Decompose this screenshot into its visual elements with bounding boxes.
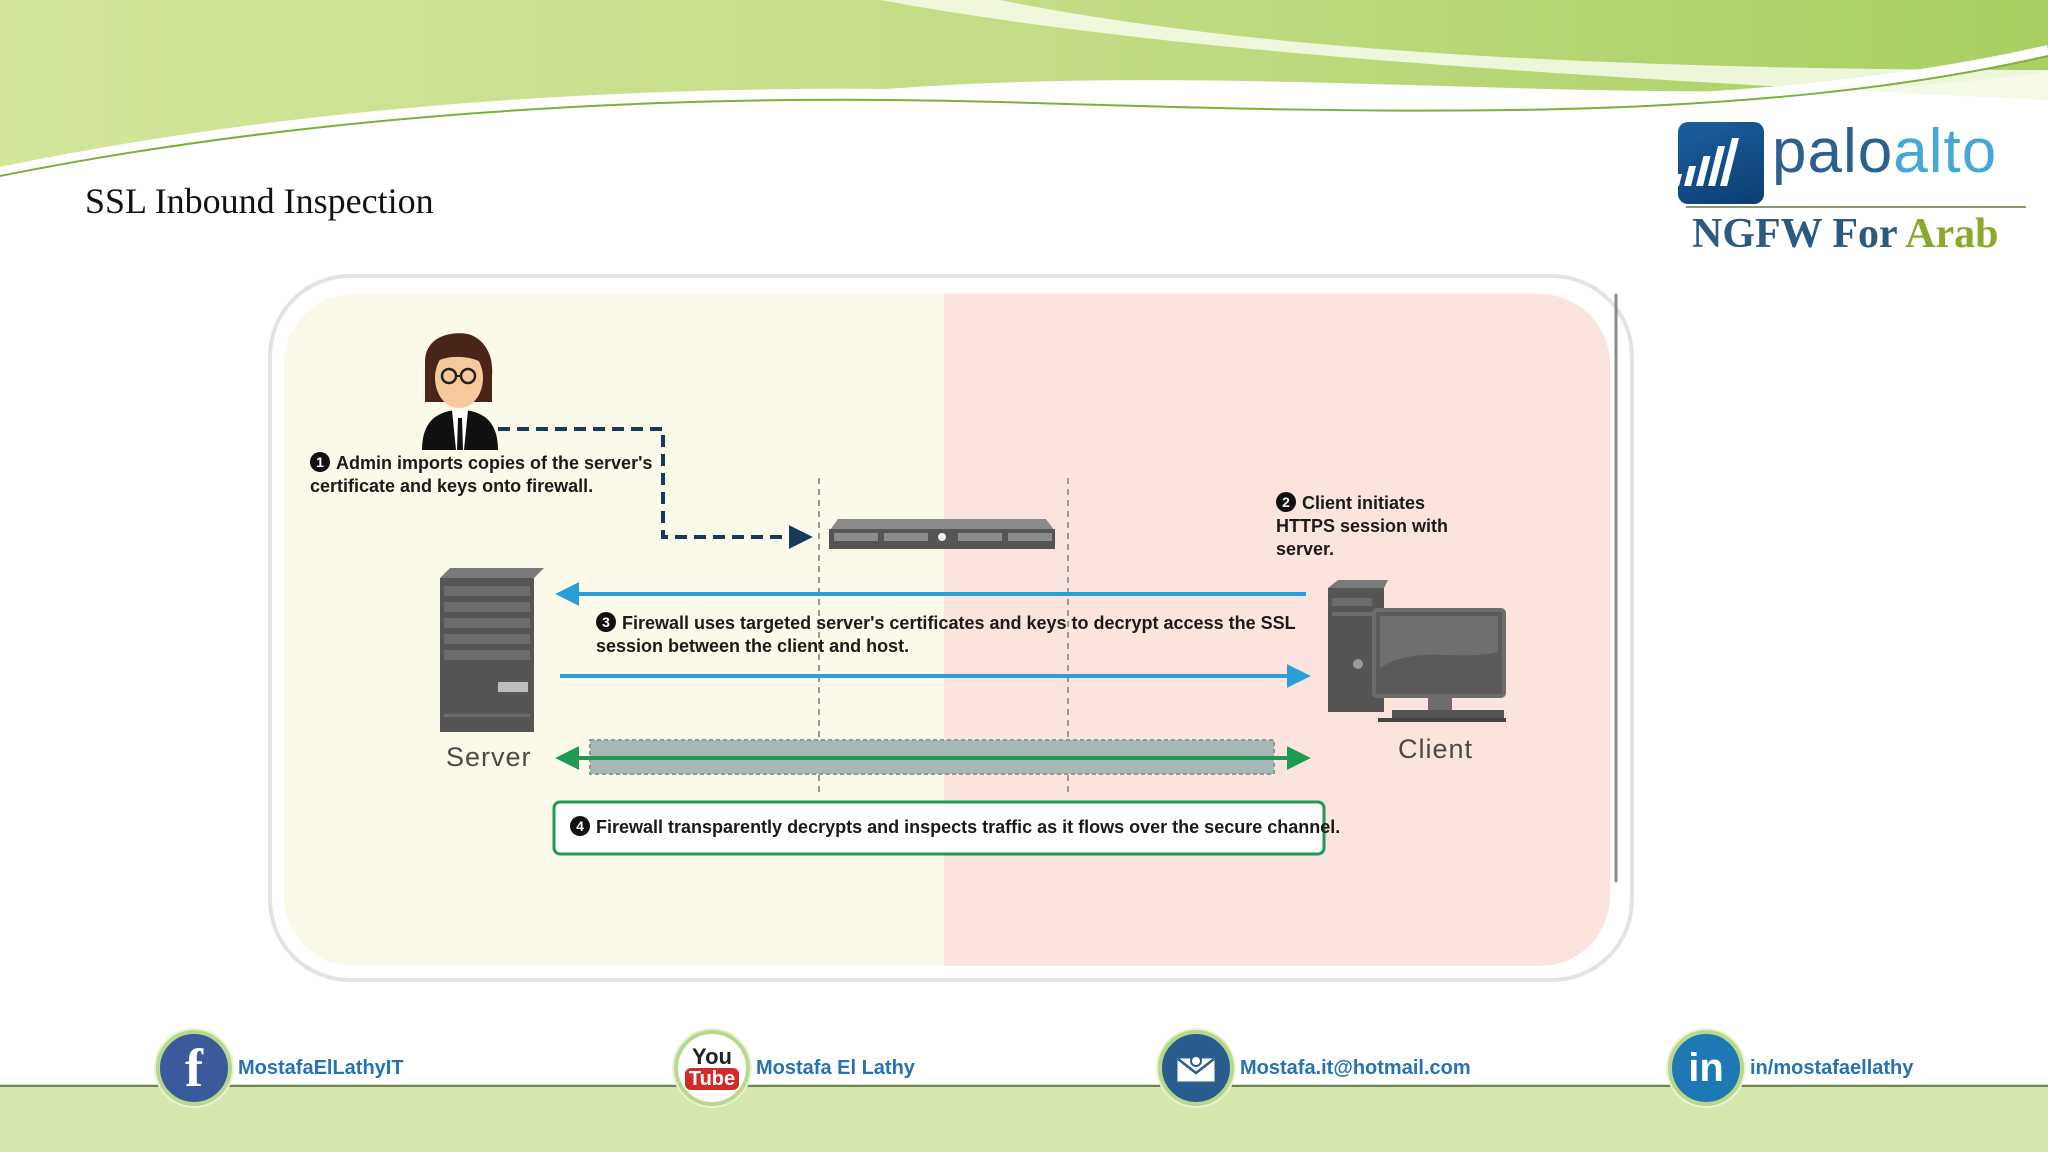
step-3-number: 3 [596, 612, 616, 632]
facebook-icon: f [156, 1030, 232, 1106]
facebook-link[interactable]: MostafaElLathyIT [238, 1056, 404, 1079]
footer-rule [0, 1085, 2048, 1087]
header-swoosh [0, 0, 2048, 177]
logo-word-palo: palo [1772, 117, 1894, 186]
firewall-appliance-icon [829, 519, 1055, 549]
palo-alto-logo: paloalto NGFW For Arab [1672, 116, 2026, 258]
diagram-canvas [268, 274, 1634, 982]
social-youtube[interactable]: You Tube Mostafa El Lathy [674, 1030, 915, 1106]
linkedin-icon: in [1668, 1030, 1744, 1106]
social-linkedin[interactable]: in in/mostafaellathy [1668, 1030, 1913, 1106]
email-link[interactable]: Mostafa.it@hotmail.com [1240, 1056, 1471, 1079]
client-label: Client [1398, 734, 1474, 764]
youtube-link[interactable]: Mostafa El Lathy [756, 1056, 915, 1079]
logo-divider [1686, 206, 2026, 208]
palo-alto-mark-icon [1672, 122, 1764, 204]
client-computer-icon [1328, 580, 1506, 722]
social-email[interactable]: Mostafa.it@hotmail.com [1158, 1030, 1471, 1106]
logo-wordmark: paloalto [1772, 116, 1997, 187]
logo-word-alto: alto [1893, 117, 1998, 186]
admin-to-firewall-arrow [498, 427, 813, 549]
admin-person-icon [422, 333, 498, 450]
linkedin-link[interactable]: in/mostafaellathy [1750, 1056, 1914, 1079]
logo-subtitle-arab: Arab [1905, 211, 1999, 257]
page-title: SSL Inbound Inspection [85, 181, 434, 221]
email-icon [1158, 1030, 1234, 1106]
step-1-number: 1 [310, 452, 330, 472]
social-facebook[interactable]: f MostafaElLathyIT [156, 1030, 404, 1106]
logo-subtitle-ngfw: NGFW For [1692, 211, 1897, 257]
step-2-number: 2 [1276, 492, 1296, 512]
youtube-icon: You Tube [674, 1030, 750, 1106]
server-icon [440, 568, 544, 732]
server-label: Server [446, 742, 532, 772]
step-4-number: 4 [570, 816, 590, 836]
logo-subtitle: NGFW For Arab [1692, 210, 1998, 258]
step-4-box [552, 800, 1326, 856]
